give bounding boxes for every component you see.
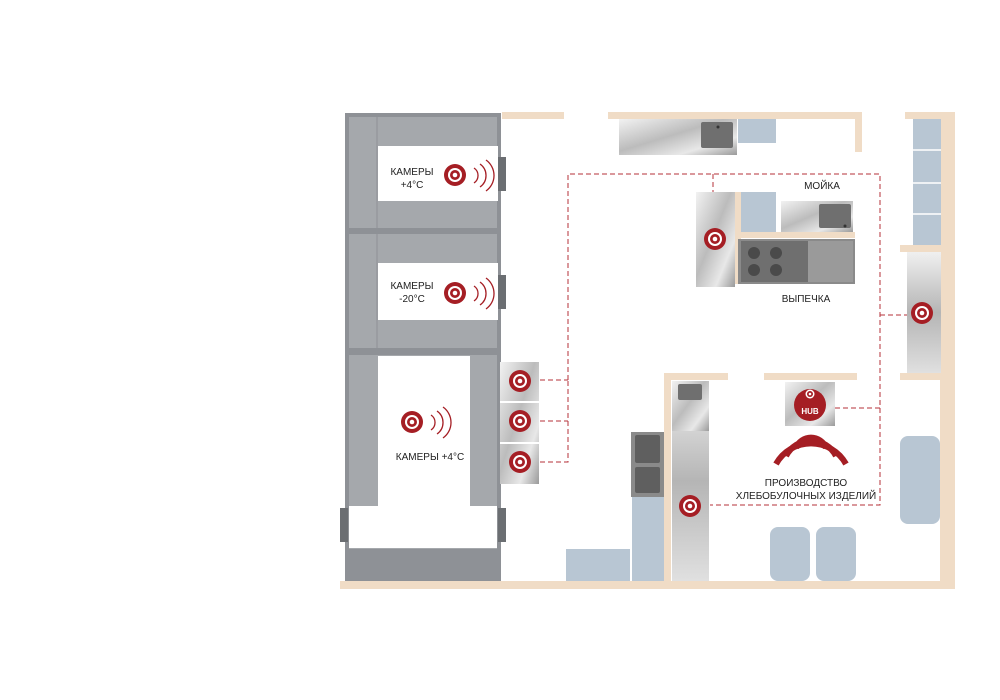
counters: [566, 119, 941, 581]
temperature-sensor-icon[interactable]: [401, 411, 423, 433]
temperature-sensor-icon[interactable]: [444, 164, 466, 186]
sink-label: МОЙКА: [804, 179, 840, 192]
hub-broadcast-icon: [773, 434, 849, 466]
temperature-sensor-icon[interactable]: [911, 302, 933, 324]
labels: КАМЕРЫ +4°C КАМЕРЫ -20°C КАМЕРЫ +4°C МОЙ…: [390, 167, 876, 502]
cold-room-3-label: КАМЕРЫ +4°C: [396, 452, 464, 463]
network-lines: [540, 173, 907, 506]
outer-walls: [340, 112, 955, 589]
steel-equipment: [500, 119, 941, 581]
cold-room-2-temp: -20°C: [399, 294, 425, 305]
cold-room-1-temp: +4°C: [401, 180, 424, 191]
hub-label: HUB: [801, 407, 819, 416]
temperature-sensor-icon[interactable]: [509, 451, 531, 473]
temperature-sensor-icon[interactable]: [509, 410, 531, 432]
production-label-line1: ПРОИЗВОДСТВО: [765, 478, 848, 489]
temperature-sensor-icon[interactable]: [704, 228, 726, 250]
bakery-label: ВЫПЕЧКА: [782, 294, 831, 305]
cold-rooms-block: [340, 113, 506, 581]
temperature-sensor-icon[interactable]: [444, 282, 466, 304]
temperature-sensor-icon[interactable]: [509, 370, 531, 392]
temperature-sensor-icon[interactable]: [679, 495, 701, 517]
cold-room-2-label: КАМЕРЫ: [390, 281, 433, 292]
wireless-signal-icon: [430, 159, 495, 439]
hub-icon[interactable]: HUB: [794, 389, 826, 421]
cold-room-1-label: КАМЕРЫ: [390, 167, 433, 178]
production-label-line2: ХЛЕБОБУЛОЧНЫХ ИЗДЕЛИЙ: [736, 489, 876, 502]
